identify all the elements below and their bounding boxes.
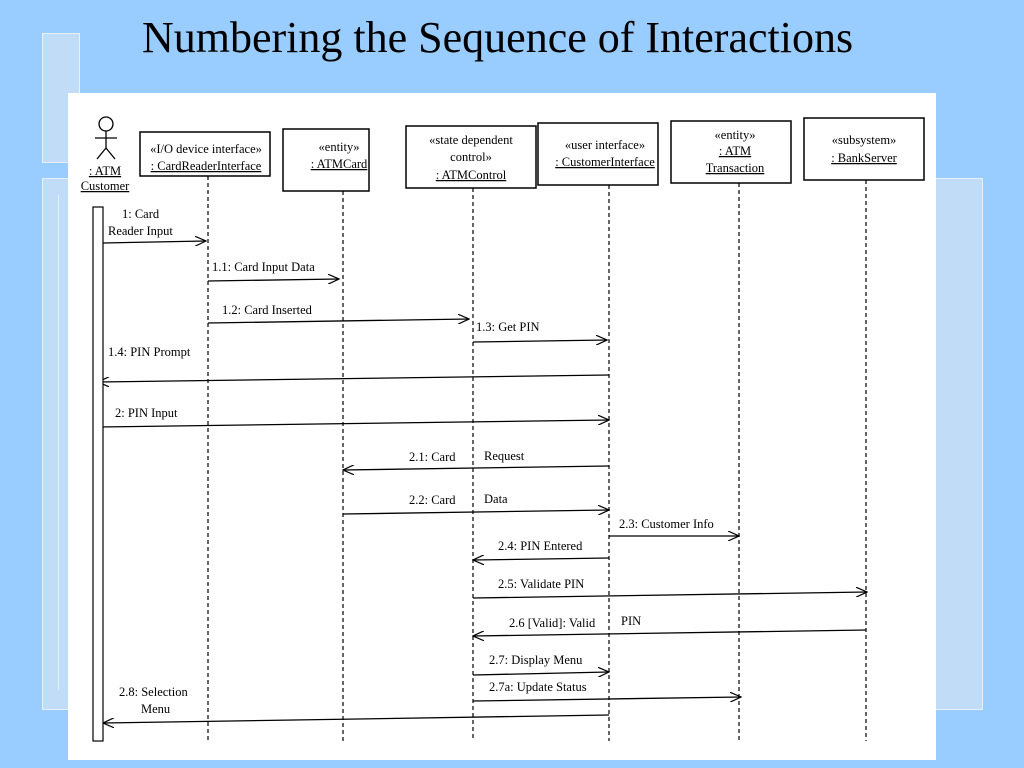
message-2: 1.1: Card Input Data	[207, 260, 339, 281]
actor-activation-bar	[92, 206, 104, 742]
object-label: : ATM	[719, 144, 751, 158]
object-label: : BankServer	[831, 151, 897, 165]
object-atm-control: «state dependent control» : ATMControl	[405, 125, 537, 189]
message-label: 2.8: Selection	[119, 685, 188, 699]
message-label: PIN	[621, 614, 641, 628]
message-label: 1.2: Card Inserted	[222, 303, 313, 317]
object-label: «I/O device interface»	[150, 142, 262, 156]
message-arrow	[472, 672, 609, 675]
message-label: Data	[484, 492, 508, 506]
message-1: 1: CardReader Input	[102, 207, 206, 243]
message-8: 2.2: Card Data	[342, 492, 609, 514]
object-label: : CustomerInterface	[555, 155, 655, 169]
message-label: 1: Card	[122, 207, 160, 221]
message-arrow	[103, 714, 610, 723]
message-label: 2.6 [Valid]: Valid	[509, 616, 596, 630]
message-label: 2.2: Card	[409, 493, 456, 507]
message-label: Menu	[141, 702, 171, 716]
message-6: 2: PIN Input	[97, 406, 609, 428]
message-4: 1.3: Get PIN	[472, 320, 607, 342]
object-customer-interface: «user interface» : CustomerInterface	[537, 122, 659, 186]
object-label: Transaction	[706, 161, 765, 175]
object-card-reader-interface: «I/O device interface» : CardReaderInterf…	[139, 131, 271, 177]
message-arrow	[343, 466, 610, 470]
object-label: «entity»	[715, 128, 756, 142]
message-14: 2.7a: Update Status	[472, 680, 741, 701]
message-arrow	[472, 697, 741, 701]
message-arrow	[98, 374, 610, 382]
message-label: 2.7: Display Menu	[489, 653, 583, 667]
actor-head-icon	[98, 116, 114, 132]
actor-label: Customer	[81, 179, 130, 193]
object-label: «user interface»	[565, 138, 645, 152]
object-atm-transaction: «entity» : ATM Transaction	[670, 120, 792, 184]
object-bank-server: «subsystem» : BankServer	[803, 117, 925, 181]
message-arrow	[473, 629, 867, 636]
message-label: 1.3: Get PIN	[476, 320, 540, 334]
actor-leg-right	[105, 147, 116, 160]
slide-title: Numbering the Sequence of Interactions	[142, 13, 854, 62]
message-arrow	[472, 340, 607, 342]
message-label: 2.5: Validate PIN	[498, 577, 584, 591]
message-arrow	[97, 420, 609, 428]
message-9: 2.3: Customer Info	[609, 517, 739, 536]
message-arrow	[472, 592, 867, 599]
message-label: 2.7a: Update Status	[489, 680, 587, 694]
message-5: 1.4: PIN Prompt	[98, 345, 610, 382]
actor-label: : ATM	[89, 164, 121, 178]
message-label: 2.3: Customer Info	[619, 517, 714, 531]
decorative-frame-inner	[58, 195, 69, 690]
actor-leg-left	[96, 147, 107, 160]
object-label: «entity»	[319, 140, 360, 154]
object-label: «state dependent	[429, 133, 513, 147]
message-label: Reader Input	[108, 224, 173, 238]
message-3: 1.2: Card Inserted	[207, 303, 469, 323]
message-label: 2.1: Card	[409, 450, 456, 464]
message-arrow	[207, 319, 469, 323]
object-label: : CardReaderInterface	[151, 159, 262, 173]
message-label: 1.4: PIN Prompt	[108, 345, 191, 359]
message-label: 2: PIN Input	[115, 406, 178, 420]
object-label: : ATMControl	[436, 168, 507, 182]
object-box	[803, 117, 925, 181]
message-11: 2.5: Validate PIN	[472, 577, 867, 599]
message-arrow	[102, 241, 206, 243]
object-label: «subsystem»	[832, 133, 897, 147]
message-10: 2.4: PIN Entered	[473, 539, 610, 560]
message-arrow	[473, 558, 610, 560]
object-box	[282, 128, 370, 192]
object-box	[670, 120, 792, 184]
sequence-diagram: 1: CardReader Input 1.1: Card Input Data 1…	[81, 116, 925, 742]
message-label: 2.4: PIN Entered	[498, 539, 583, 553]
message-arrow	[342, 510, 609, 514]
message-13: 2.7: Display Menu	[472, 653, 609, 675]
object-box	[405, 125, 537, 189]
object-box	[139, 131, 271, 177]
object-box	[537, 122, 659, 186]
object-atm-card: «entity» : ATMCard	[282, 128, 370, 192]
object-label: : ATMCard	[311, 157, 368, 171]
message-label: 1.1: Card Input Data	[212, 260, 315, 274]
message-7: 2.1: Card Request	[343, 449, 610, 470]
message-arrow	[207, 279, 339, 281]
message-label: Request	[484, 449, 525, 463]
message-12: 2.6 [Valid]: Valid PIN	[473, 614, 867, 636]
object-label: control»	[450, 150, 492, 164]
